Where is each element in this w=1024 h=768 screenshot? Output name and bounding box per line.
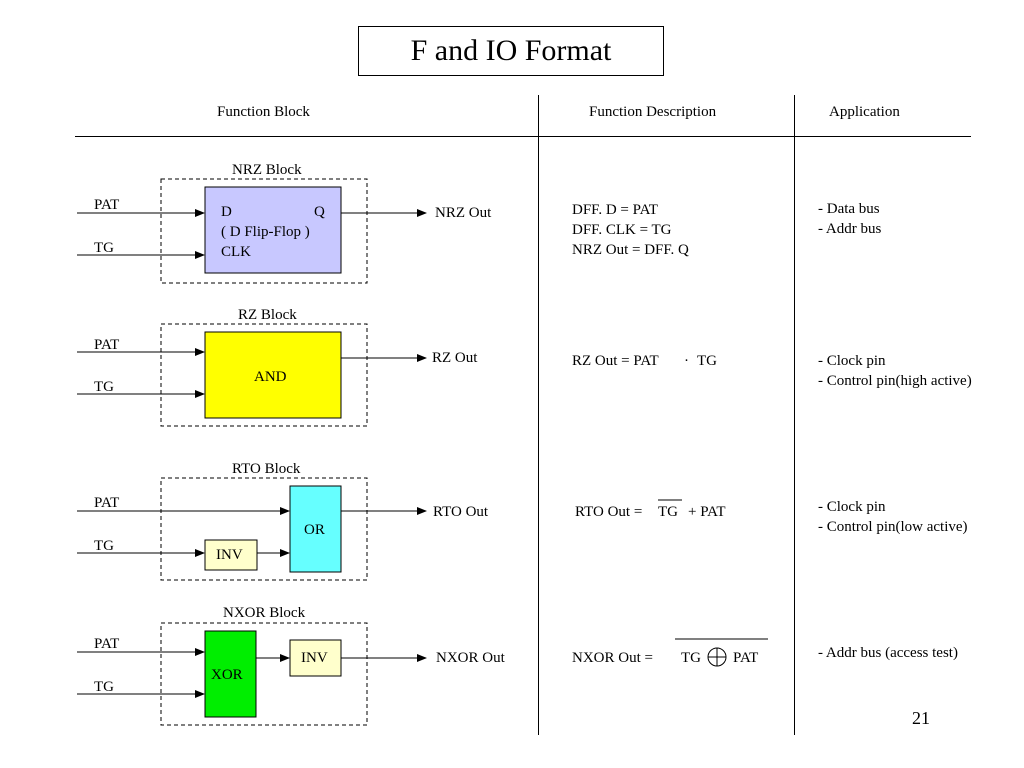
nrz-desc-line-2: DFF. CLK = TG bbox=[572, 222, 672, 238]
nxor-pat-label: PAT bbox=[94, 636, 120, 652]
nxor-inv-label: INV bbox=[301, 650, 328, 666]
page-number: 21 bbox=[912, 708, 930, 728]
rto-or-gate bbox=[289, 485, 342, 573]
nrz-dff-q-label: Q bbox=[314, 204, 325, 220]
rto-app-line-1: - Clock pin bbox=[818, 499, 886, 515]
nrz-dff-name: ( D Flip-Flop ) bbox=[221, 224, 310, 240]
nrz-pat-label: PAT bbox=[94, 197, 120, 213]
rto-desc-part-3: + PAT bbox=[688, 504, 726, 520]
column-header-function-description: Function Description bbox=[589, 104, 717, 120]
nrz-block-frame bbox=[160, 178, 368, 284]
nrz-tg-label: TG bbox=[94, 240, 114, 256]
nxor-tg-label: TG bbox=[94, 679, 114, 695]
nxor-out-label: NXOR Out bbox=[436, 650, 505, 666]
rto-pat-label: PAT bbox=[94, 495, 120, 511]
rto-desc-tg-inverted: TG bbox=[658, 504, 678, 520]
nxor-desc-tg: TG bbox=[681, 650, 701, 666]
rto-tg-label: TG bbox=[94, 538, 114, 554]
xor-circle-plus-icon bbox=[707, 647, 727, 667]
column-divider-1 bbox=[538, 95, 539, 735]
rz-app-line-2: - Control pin(high active) bbox=[818, 373, 972, 389]
nrz-dff-box bbox=[204, 186, 342, 274]
nxor-inv-box bbox=[289, 639, 342, 677]
nrz-app-line-1: - Data bus bbox=[818, 201, 880, 217]
rto-app-line-2: - Control pin(low active) bbox=[818, 519, 968, 535]
rz-desc-dot: · bbox=[684, 353, 689, 369]
rto-out-label: RTO Out bbox=[433, 504, 489, 520]
nxor-xor-gate bbox=[204, 630, 257, 718]
rto-inv-box bbox=[204, 539, 258, 571]
rz-and-gate bbox=[204, 331, 342, 419]
column-divider-2 bbox=[794, 95, 795, 735]
rto-desc-part-1: RTO Out = bbox=[575, 504, 643, 520]
nrz-app-line-2: - Addr bus bbox=[818, 221, 882, 237]
nrz-desc-line-1: DFF. D = PAT bbox=[572, 202, 658, 218]
rz-pat-label: PAT bbox=[94, 337, 120, 353]
nxor-desc-pat: PAT bbox=[733, 650, 759, 666]
rz-and-label: AND bbox=[254, 369, 287, 385]
nxor-app-line-1: - Addr bus (access test) bbox=[818, 645, 958, 661]
rz-out-label: RZ Out bbox=[432, 350, 478, 366]
rz-desc-part-1: RZ Out = PAT bbox=[572, 353, 659, 369]
nrz-block-title: NRZ Block bbox=[232, 162, 302, 178]
rz-app-line-1: - Clock pin bbox=[818, 353, 886, 369]
rto-block-title: RTO Block bbox=[232, 461, 301, 477]
nxor-block-title: NXOR Block bbox=[223, 605, 306, 621]
rto-inv-label: INV bbox=[216, 547, 243, 563]
nrz-desc-line-3: NRZ Out = DFF. Q bbox=[572, 242, 689, 258]
nxor-xor-label: XOR bbox=[211, 667, 243, 683]
nxor-desc-part-1: NXOR Out = bbox=[572, 650, 653, 666]
rz-desc-part-2: TG bbox=[697, 353, 717, 369]
rto-or-label: OR bbox=[304, 522, 325, 538]
column-header-function-block: Function Block bbox=[217, 104, 310, 120]
nrz-out-label: NRZ Out bbox=[435, 205, 492, 221]
nrz-dff-d-label: D bbox=[221, 204, 232, 220]
header-divider bbox=[75, 136, 971, 137]
rz-block-title: RZ Block bbox=[238, 307, 297, 323]
slide-title: F and IO Format bbox=[358, 26, 664, 76]
rz-tg-label: TG bbox=[94, 379, 114, 395]
column-header-application: Application bbox=[829, 104, 900, 120]
nrz-dff-clk-label: CLK bbox=[221, 244, 251, 260]
